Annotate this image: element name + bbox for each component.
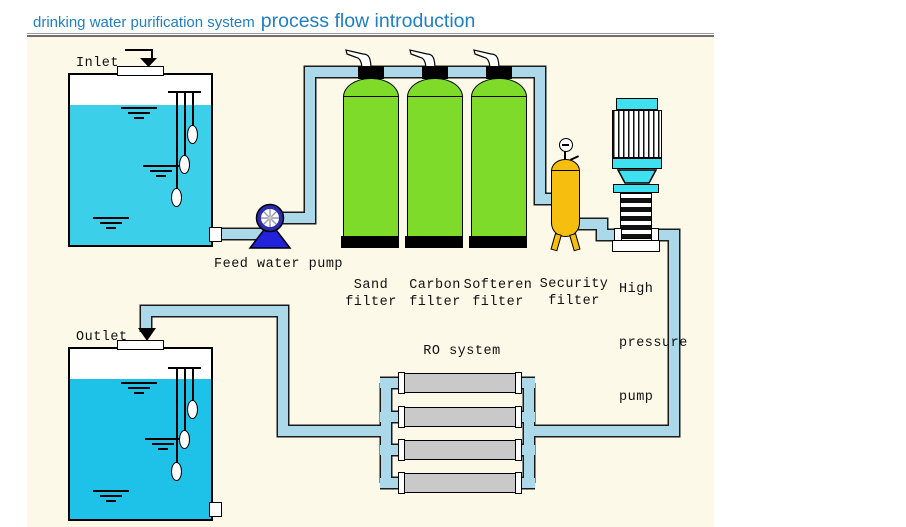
- pump-stage-stack: [620, 193, 652, 239]
- inlet-tank-outlet-port: [209, 227, 222, 242]
- float-sensor: [171, 462, 182, 481]
- float-sensor-line: [176, 92, 178, 189]
- page-title-emphasis: process flow introduction: [260, 10, 476, 32]
- ripple-mark: [145, 438, 181, 453]
- filter-cap: [358, 66, 384, 79]
- page-title-prefix: drinking water purification system: [33, 14, 255, 31]
- motor-fins: [612, 110, 662, 158]
- float-sensor-line: [184, 368, 186, 431]
- float-sensor: [187, 125, 198, 144]
- ro-membrane-tube: [398, 472, 522, 494]
- tube-body: [404, 407, 516, 427]
- motor-band: [612, 158, 662, 169]
- ripple-mark: [93, 217, 129, 232]
- tube-end-cap: [515, 439, 522, 461]
- filter-spout-icon: [345, 49, 372, 70]
- tube-body: [404, 473, 516, 493]
- pump-flange: [613, 184, 659, 193]
- tube-body: [404, 373, 516, 393]
- motor-cap: [616, 98, 658, 110]
- pressure-gauge-icon: [559, 138, 573, 152]
- tube-body: [404, 440, 516, 460]
- filter-spout-icon: [409, 49, 436, 70]
- ripple-mark: [143, 165, 179, 180]
- filter-spout-icon: [473, 49, 500, 70]
- tube-end-cap: [515, 406, 522, 428]
- tube-end-cap: [515, 472, 522, 494]
- float-sensor: [179, 430, 190, 449]
- float-sensor-line: [176, 368, 178, 463]
- filter-base: [405, 236, 463, 248]
- pump-adapter: [617, 169, 657, 184]
- page-title: drinking water purification system proce…: [33, 10, 475, 33]
- inlet-feed-drop-line: [151, 49, 153, 60]
- gauge-stem: [564, 151, 566, 161]
- filter-cap: [486, 66, 512, 79]
- filter-dome: [343, 78, 399, 98]
- filter-body: [471, 96, 527, 239]
- float-sensor-line: [192, 92, 194, 126]
- feed-water-pump: [248, 203, 292, 249]
- security-filter: [549, 132, 583, 254]
- high-pressure-pump-label: High pressure pump: [619, 282, 688, 405]
- filter-dome: [407, 78, 463, 98]
- ro-membrane-tube: [398, 372, 522, 394]
- ripple-mark: [121, 107, 157, 122]
- filter-dome: [471, 78, 527, 98]
- filter-body: [343, 96, 399, 239]
- title-divider: [27, 33, 714, 37]
- carbon-filter: [405, 48, 463, 248]
- float-sensor: [187, 400, 198, 419]
- inlet-tank-lid-port: [117, 66, 164, 76]
- outlet-label: Outlet: [76, 330, 128, 345]
- float-sensor: [171, 188, 182, 207]
- float-sensor: [179, 155, 190, 174]
- inlet-label: Inlet: [76, 56, 120, 71]
- outlet-tank-drain-port: [209, 502, 222, 517]
- tube-end-cap: [515, 372, 522, 394]
- filter-body: [407, 96, 463, 239]
- float-sensor-line: [192, 368, 194, 401]
- ro-membrane-tube: [398, 439, 522, 461]
- filter-cap: [422, 66, 448, 79]
- pump-base: [612, 240, 660, 252]
- sand-filter: [341, 48, 399, 248]
- ripple-mark: [121, 382, 157, 397]
- high-pressure-pump: [610, 96, 664, 254]
- feed-water-pump-label: Feed water pump: [214, 257, 344, 272]
- ripple-mark: [93, 490, 129, 505]
- filter-base: [341, 236, 399, 248]
- ro-system-label: RO system: [423, 344, 501, 359]
- security-filter-body: [551, 170, 580, 224]
- float-sensor-line: [184, 92, 186, 156]
- filter-base: [469, 236, 527, 248]
- outlet-tank-lid-port: [117, 340, 164, 350]
- inlet-feed-line: [125, 49, 153, 51]
- inlet-flow-arrow-icon: [140, 58, 157, 67]
- softener-filter: [469, 48, 527, 248]
- ro-membrane-tube: [398, 406, 522, 428]
